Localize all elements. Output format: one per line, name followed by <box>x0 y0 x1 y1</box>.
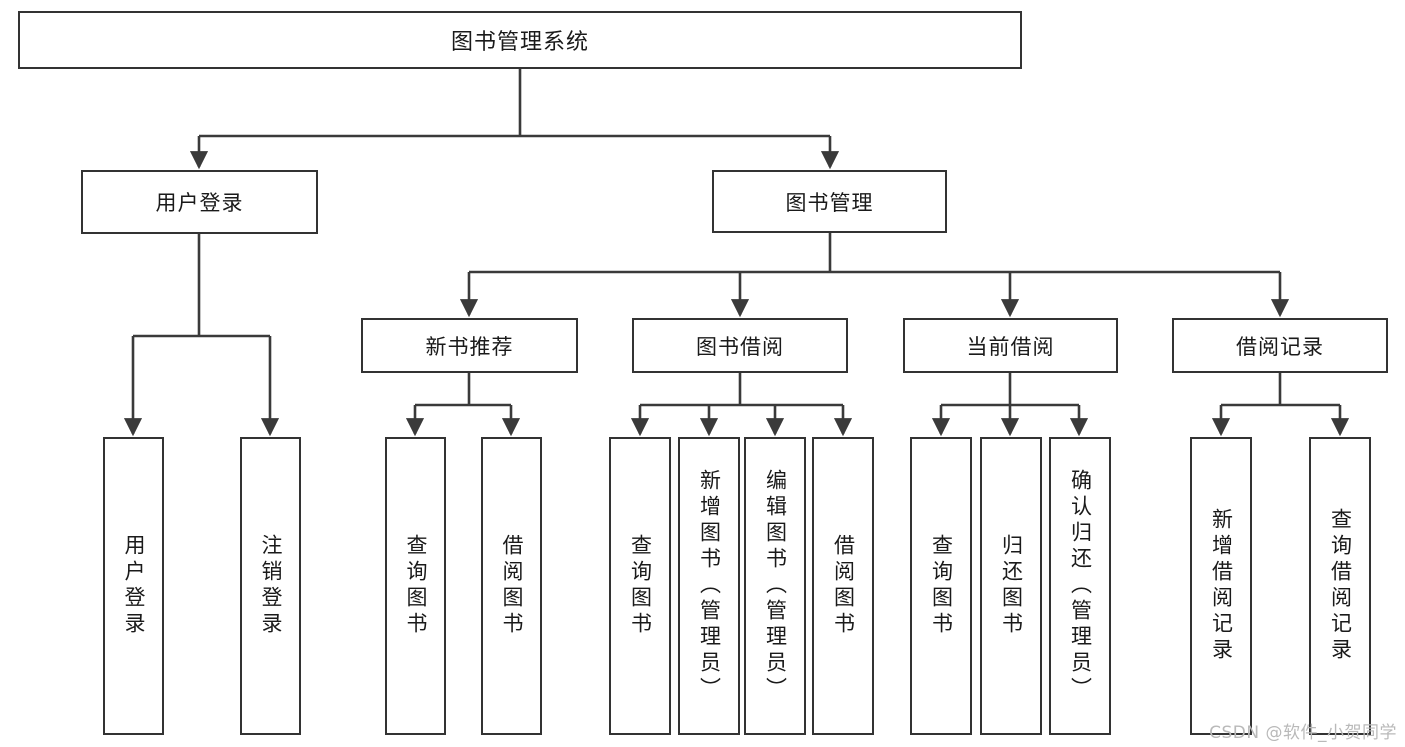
leaf-borrow-record-add[interactable]: 新增借阅记录 <box>1190 437 1252 735</box>
leaf-book-borrow-borrow-label: 借阅图书 <box>831 534 856 638</box>
node-user-login[interactable]: 用户登录 <box>81 170 318 234</box>
leaf-book-borrow-add-label: 新增图书（管理员） <box>697 469 722 703</box>
node-borrow-record-label: 借阅记录 <box>1236 334 1324 359</box>
leaf-book-borrow-query-label: 查询图书 <box>628 534 653 638</box>
node-root[interactable]: 图书管理系统 <box>18 11 1022 69</box>
leaf-book-borrow-edit-label: 编辑图书（管理员） <box>763 469 788 703</box>
leaf-book-borrow-query[interactable]: 查询图书 <box>609 437 671 735</box>
node-borrow-record[interactable]: 借阅记录 <box>1172 318 1388 373</box>
leaf-borrow-record-query-label: 查询借阅记录 <box>1328 508 1353 664</box>
leaf-current-borrow-return[interactable]: 归还图书 <box>980 437 1042 735</box>
node-book-management[interactable]: 图书管理 <box>712 170 947 233</box>
leaf-new-book-borrow[interactable]: 借阅图书 <box>481 437 542 735</box>
node-user-login-label: 用户登录 <box>155 191 244 215</box>
leaf-user-login-logout-label: 注销登录 <box>259 534 283 638</box>
leaf-borrow-record-add-label: 新增借阅记录 <box>1209 508 1234 664</box>
node-current-borrow[interactable]: 当前借阅 <box>903 318 1118 373</box>
node-new-book-recommend-label: 新书推荐 <box>425 334 514 359</box>
leaf-current-borrow-confirm[interactable]: 确认归还（管理员） <box>1049 437 1111 735</box>
leaf-user-login-login-label: 用户登录 <box>122 534 146 638</box>
leaf-current-borrow-return-label: 归还图书 <box>999 534 1024 638</box>
leaf-book-borrow-edit[interactable]: 编辑图书（管理员） <box>744 437 806 735</box>
leaf-book-borrow-borrow[interactable]: 借阅图书 <box>812 437 874 735</box>
leaf-new-book-borrow-label: 借阅图书 <box>500 534 524 638</box>
leaf-user-login-logout[interactable]: 注销登录 <box>240 437 301 735</box>
node-book-borrow[interactable]: 图书借阅 <box>632 318 848 373</box>
leaf-user-login-login[interactable]: 用户登录 <box>103 437 164 735</box>
leaf-borrow-record-query[interactable]: 查询借阅记录 <box>1309 437 1371 735</box>
leaf-new-book-query-label: 查询图书 <box>404 534 428 638</box>
leaf-book-borrow-add[interactable]: 新增图书（管理员） <box>678 437 740 735</box>
node-book-management-label: 图书管理 <box>785 190 874 215</box>
leaf-current-borrow-query[interactable]: 查询图书 <box>910 437 972 735</box>
node-root-label: 图书管理系统 <box>450 30 589 55</box>
node-book-borrow-label: 图书借阅 <box>696 334 784 359</box>
leaf-current-borrow-query-label: 查询图书 <box>929 534 954 638</box>
leaf-new-book-query[interactable]: 查询图书 <box>385 437 446 735</box>
node-current-borrow-label: 当前借阅 <box>966 334 1055 359</box>
node-new-book-recommend[interactable]: 新书推荐 <box>361 318 578 373</box>
leaf-current-borrow-confirm-label: 确认归还（管理员） <box>1068 469 1093 703</box>
